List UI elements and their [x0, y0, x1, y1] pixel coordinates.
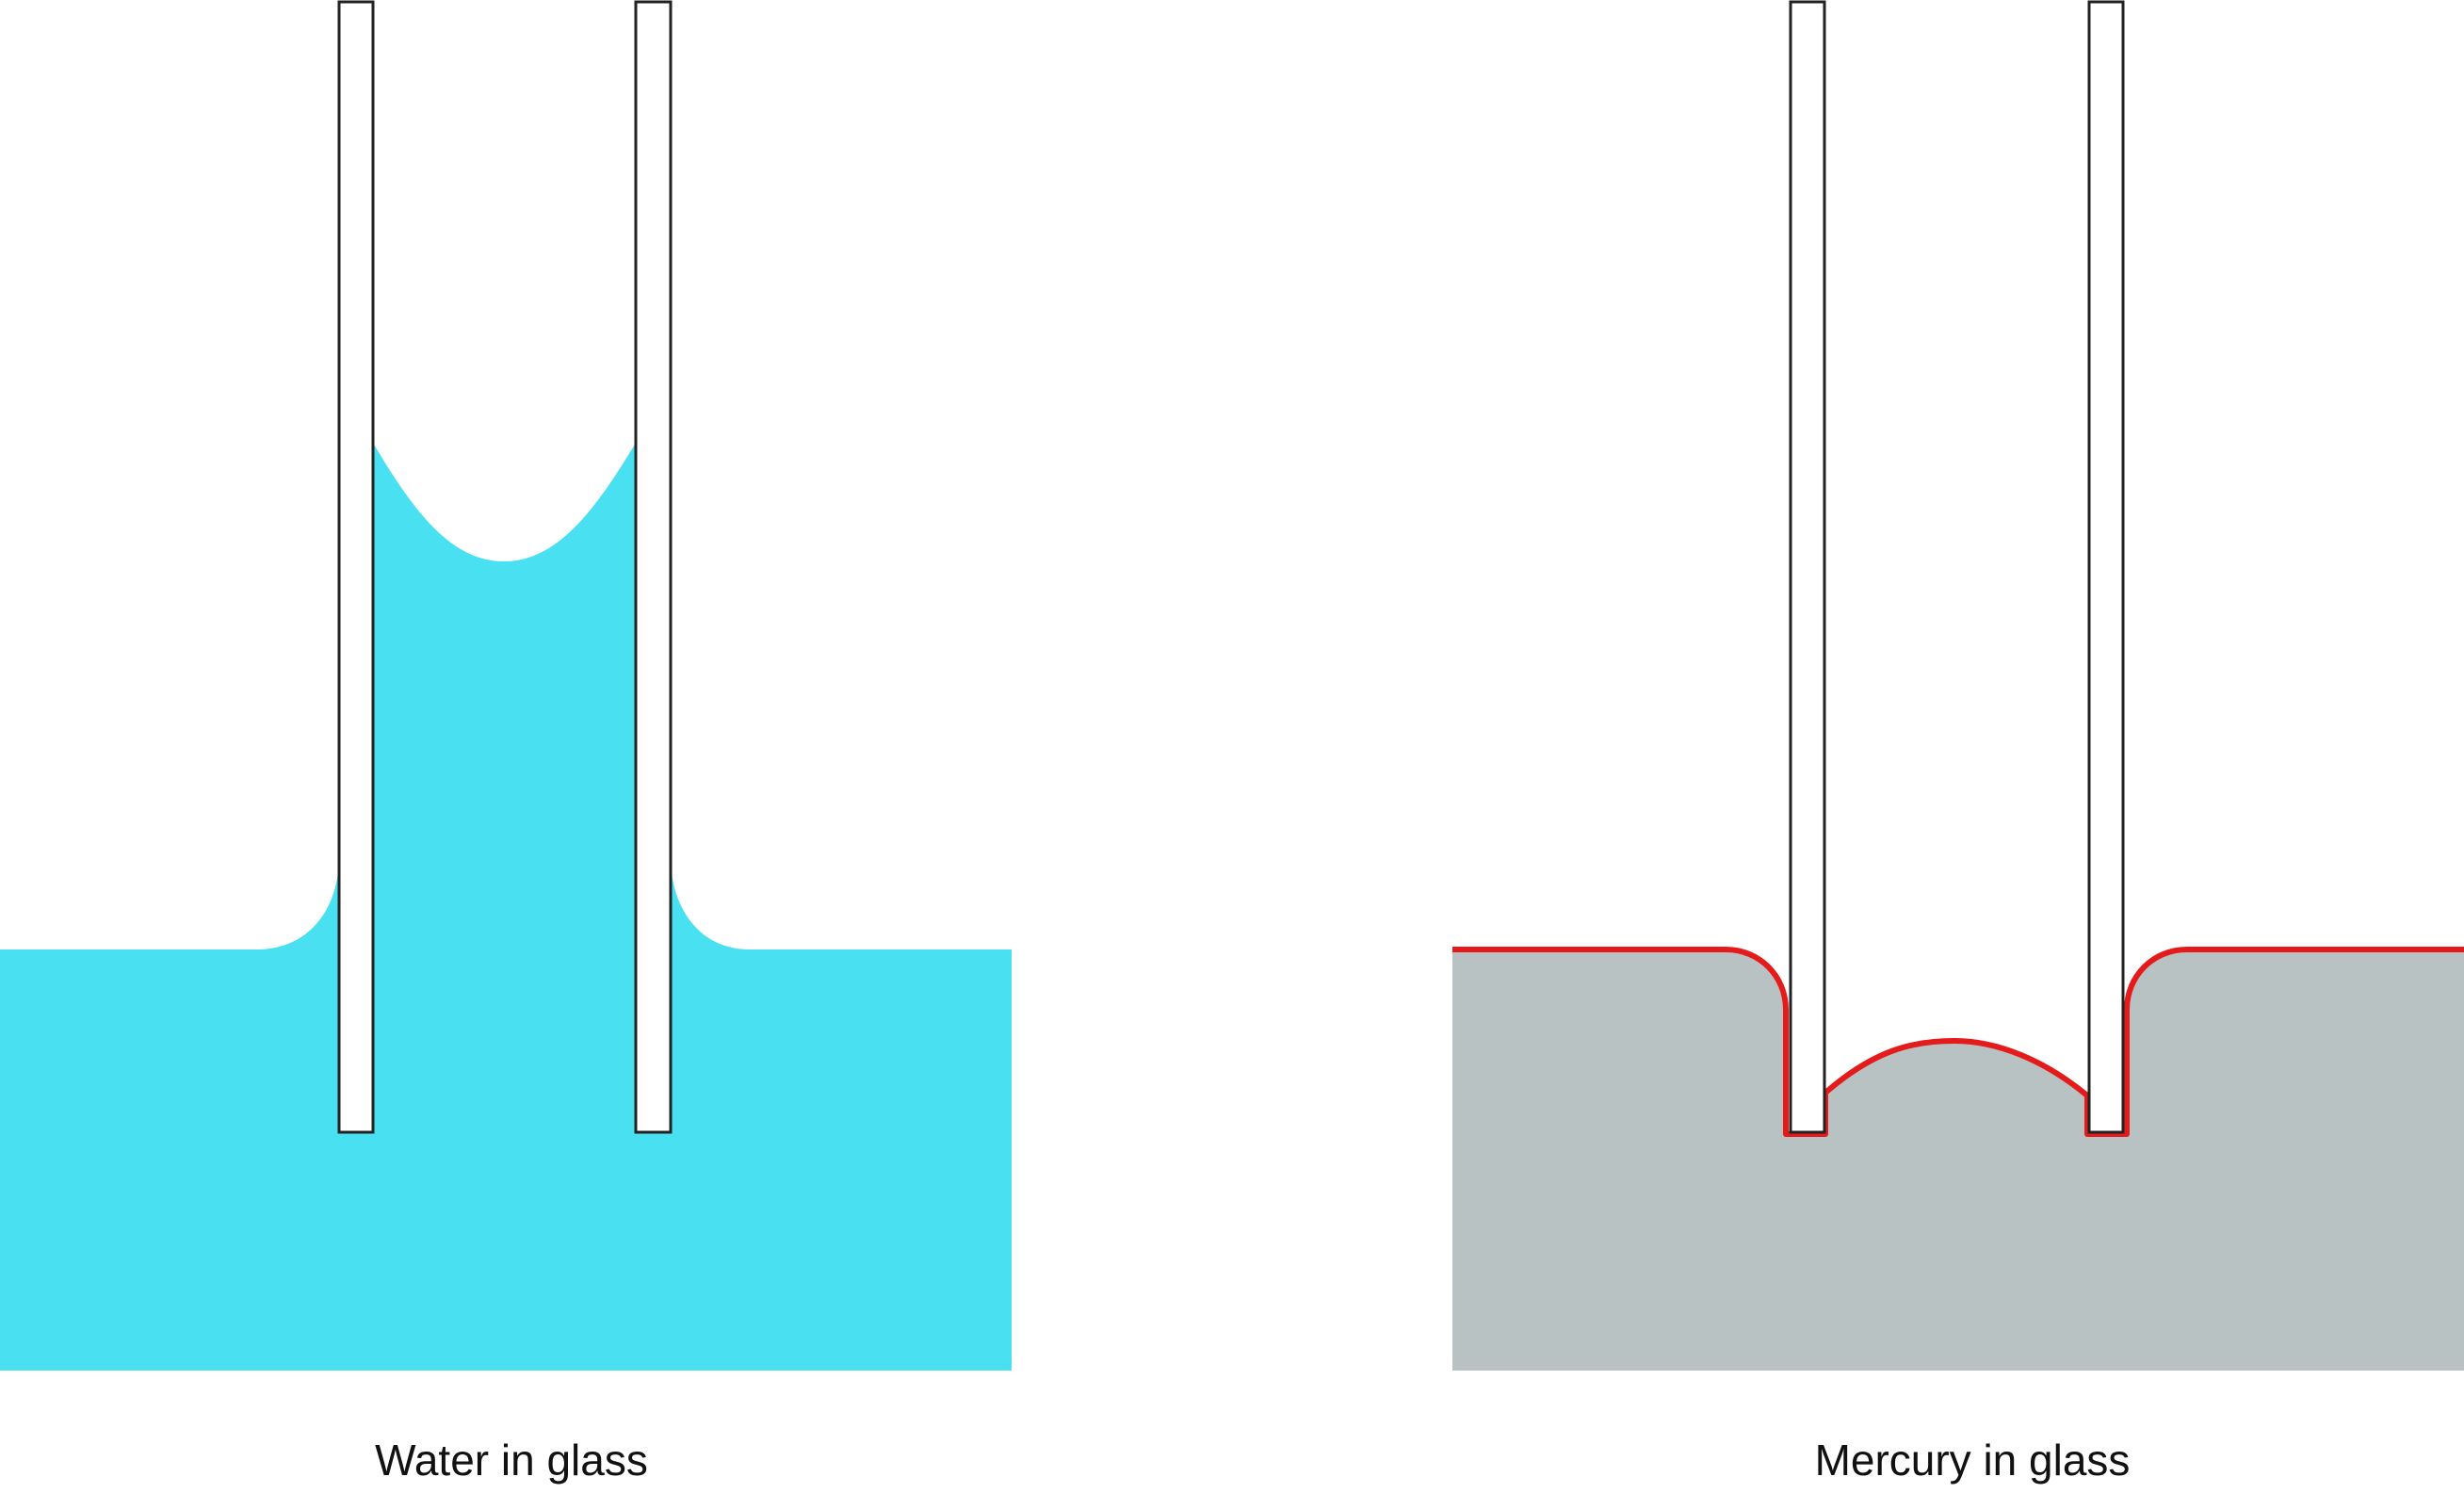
water-panel	[0, 0, 1012, 1371]
water-caption: Water in glass	[375, 1436, 648, 1485]
mercury-body	[1452, 949, 2464, 1371]
mercury-tube-left-wall	[1789, 0, 1826, 1134]
mercury-surface-outline	[1452, 947, 2464, 1137]
water-tube-right-wall	[634, 0, 673, 1134]
mercury-panel	[1452, 0, 2464, 1371]
mercury-tube-right-wall	[2087, 0, 2125, 1134]
water-body	[0, 443, 1012, 1371]
mercury-caption: Mercury in glass	[1814, 1436, 2131, 1485]
water-tube-left-wall	[337, 0, 375, 1134]
